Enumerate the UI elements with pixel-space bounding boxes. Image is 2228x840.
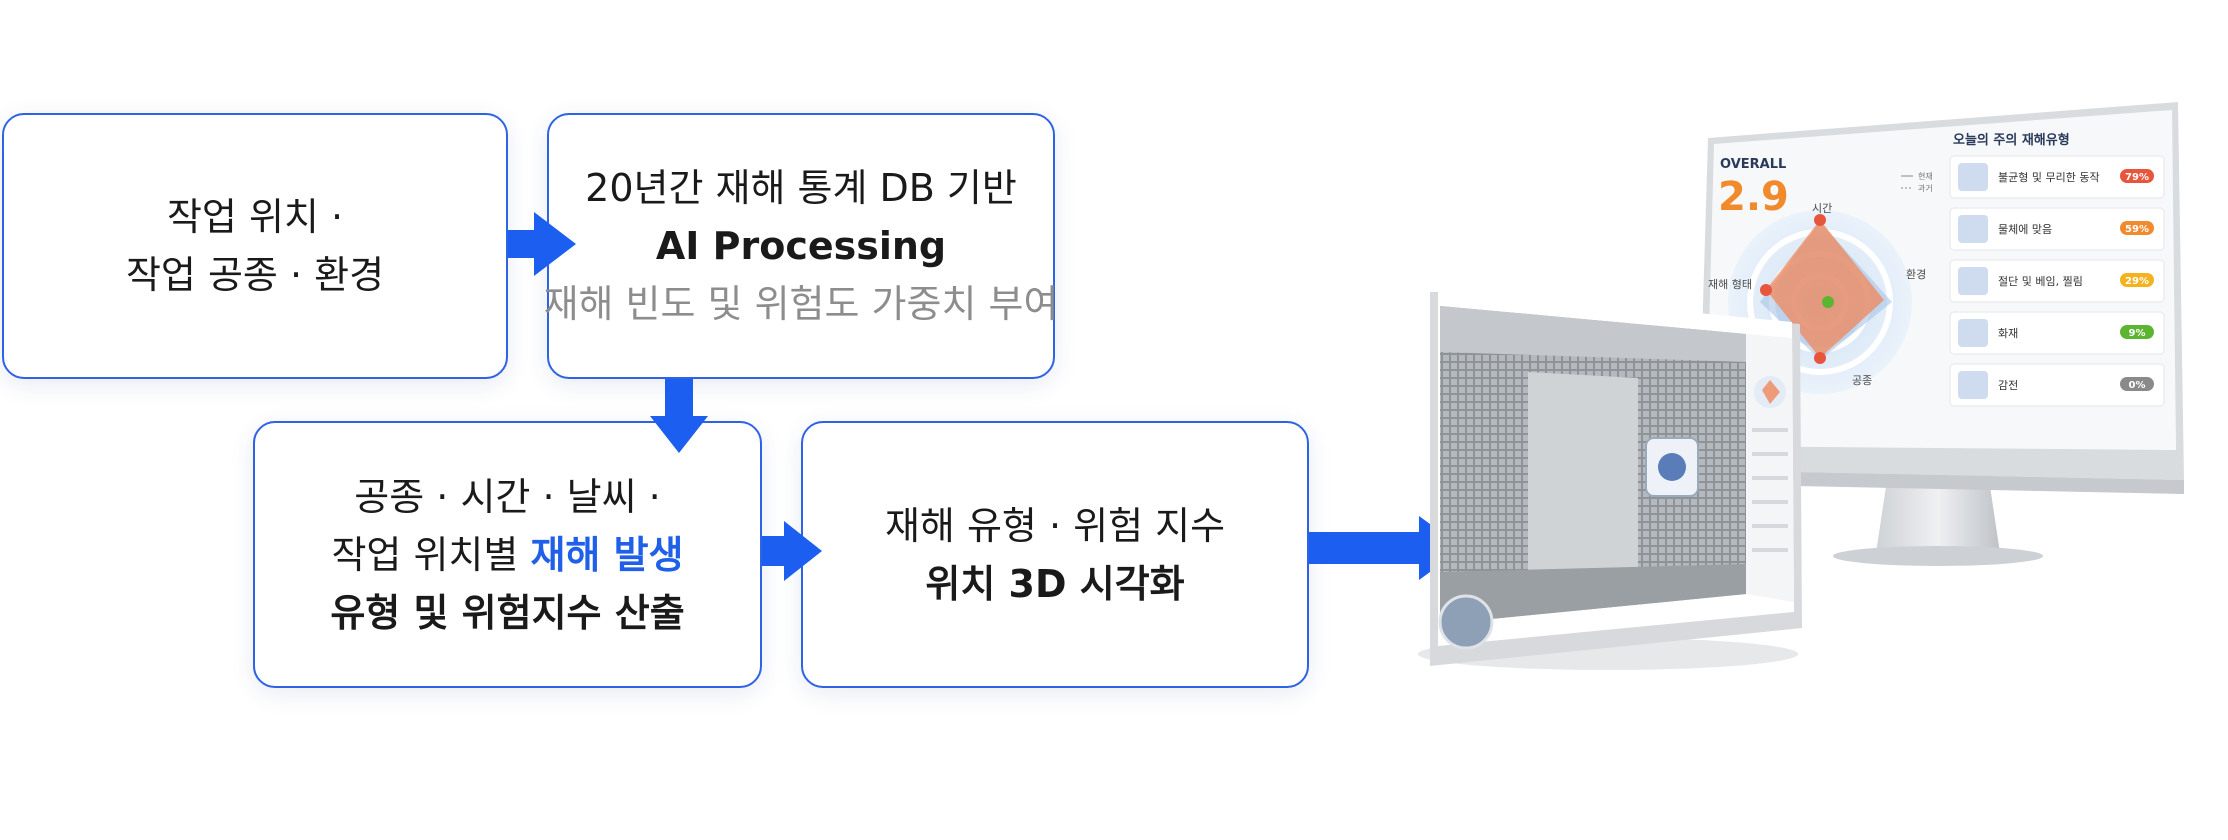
step2-line3: 재해 빈도 및 위험도 가중치 부여 xyxy=(543,282,1059,326)
hazard-item: 감전 0% xyxy=(1949,363,2165,407)
step2-ai-processing: AI Processing xyxy=(655,224,947,268)
legend-past: 과거 xyxy=(1918,184,1933,193)
hazard-label: 감전 xyxy=(1998,379,2018,392)
hazard-pct-badge xyxy=(2120,221,2154,235)
arrow-right-3 xyxy=(1309,516,1463,580)
hazard-pct-badge xyxy=(2120,377,2154,391)
step3-line2: 작업 위치별 재해 발생 xyxy=(331,526,683,584)
step4-line2: 위치 3D 시각화 xyxy=(925,561,1185,606)
hazard-pct: 79% xyxy=(2125,172,2149,183)
step1-line1: 작업 위치 · xyxy=(166,195,344,239)
arrow-right-2 xyxy=(762,521,822,581)
overall-label: OVERALL xyxy=(1720,157,1786,172)
tablet-3d-view-image xyxy=(1418,292,1802,670)
hazard-pct-badge xyxy=(2120,325,2154,339)
step2-line1: 20년간 재해 통계 DB 기반 xyxy=(585,166,1017,210)
step3-line2-highlight: 재해 발생 xyxy=(530,532,684,577)
hazard-label: 불균형 및 무리한 동작 xyxy=(1998,171,2100,184)
arrow-down xyxy=(650,379,708,453)
step-work-location-box: 작업 위치 · 작업 공종 · 환경 xyxy=(2,113,508,379)
radar-axis-trade: 공종 xyxy=(1852,374,1872,387)
step-risk-index-box: 공종 · 시간 · 날씨 · 작업 위치별 재해 발생 유형 및 위험지수 산출 xyxy=(253,421,762,688)
hazard-icon xyxy=(1958,371,1988,399)
hazard-pct: 59% xyxy=(2125,224,2149,235)
hazard-pct: 9% xyxy=(2129,328,2146,339)
hazard-item: 절단 및 베임, 찔림 29% xyxy=(1949,259,2165,303)
hazard-item: 화재 9% xyxy=(1949,311,2165,355)
hazard-icon xyxy=(1958,163,1988,191)
step4-line1: 재해 유형 · 위험 지수 xyxy=(884,503,1226,548)
overall-value: 2.9 xyxy=(1718,174,1789,220)
step3-line2-plain: 작업 위치별 xyxy=(331,532,531,577)
hazard-icon xyxy=(1958,267,1988,295)
hazard-icon xyxy=(1958,319,1988,347)
hazard-icon xyxy=(1958,215,1988,243)
radar-axis-environment: 환경 xyxy=(1906,268,1926,281)
hazard-pct-badge xyxy=(2120,273,2154,287)
hazard-label: 화재 xyxy=(1998,327,2018,340)
radar-axis-disaster-type: 재해 형태 xyxy=(1708,277,1752,291)
hazard-label: 물체에 맞음 xyxy=(1998,223,2052,236)
hazard-item: 불균형 및 무리한 동작 79% xyxy=(1949,155,2165,199)
radar-axis-time: 시간 xyxy=(1812,202,1832,215)
step-3d-visualization-box: 재해 유형 · 위험 지수 위치 3D 시각화 xyxy=(801,421,1309,688)
step-ai-processing-box: 20년간 재해 통계 DB 기반 AI Processing 재해 빈도 및 위… xyxy=(544,113,1058,379)
step3-line1: 공종 · 시간 · 날씨 · xyxy=(354,474,661,519)
hazard-pct: 0% xyxy=(2129,380,2146,391)
hazard-pct: 29% xyxy=(2125,276,2149,287)
arrow-right-1 xyxy=(508,212,576,276)
legend-current: 현재 xyxy=(1918,172,1933,181)
hazard-list: 불균형 및 무리한 동작 79% 물체에 맞음 59% 절단 및 베임, 찔림 29% 화재… xyxy=(1949,155,2165,407)
hazard-item: 물체에 맞음 59% xyxy=(1949,207,2165,251)
hazard-pct-badge xyxy=(2120,169,2154,183)
hazard-label: 절단 및 베임, 찔림 xyxy=(1998,275,2083,288)
step1-line2: 작업 공종 · 환경 xyxy=(125,253,385,297)
step3-line3: 유형 및 위험지수 산출 xyxy=(330,590,685,635)
list-title: 오늘의 주의 재해유형 xyxy=(1953,132,2070,148)
